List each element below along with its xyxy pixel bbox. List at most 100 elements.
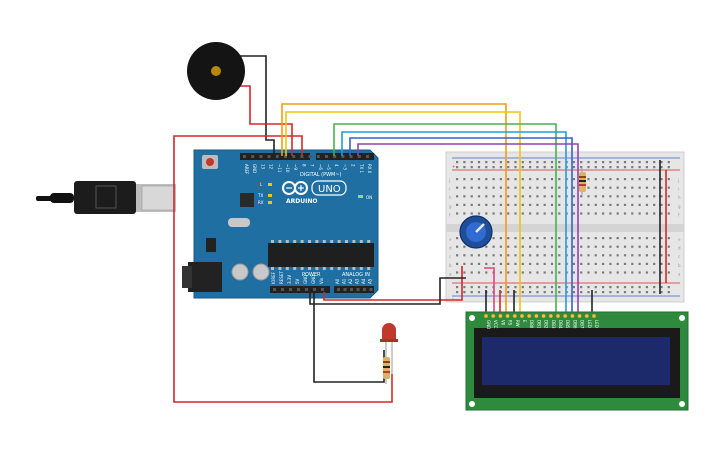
digital-pin[interactable] <box>251 155 255 158</box>
lcd-pin[interactable] <box>541 313 546 319</box>
power-pin[interactable] <box>297 288 300 291</box>
breadboard-row-letter: f <box>678 212 680 217</box>
digital-pin[interactable] <box>284 155 287 158</box>
wire-blue[interactable] <box>349 137 573 312</box>
power-pin[interactable] <box>273 288 276 291</box>
digital-pin[interactable] <box>243 155 246 158</box>
wire-cyan[interactable] <box>341 131 567 312</box>
lcd-pin[interactable] <box>591 313 597 319</box>
resistor-breadboard[interactable] <box>579 168 586 196</box>
power-pin[interactable] <box>321 288 324 291</box>
lcd-pin[interactable] <box>498 313 503 319</box>
lcd-pin[interactable] <box>483 313 489 319</box>
analog-pin[interactable] <box>337 288 340 291</box>
power-pin-label: IOREF <box>271 271 276 284</box>
usb-chip <box>240 193 254 207</box>
lcd-pin[interactable] <box>584 313 590 319</box>
piezo-buzzer[interactable] <box>187 42 245 100</box>
digital-pin[interactable] <box>316 155 320 158</box>
lcd-pin[interactable] <box>526 313 532 319</box>
digital-pin[interactable] <box>333 155 337 158</box>
wire-green[interactable] <box>333 123 557 312</box>
analog-pin-label: A2 <box>348 278 353 284</box>
digital-pin[interactable] <box>366 155 369 158</box>
power-jack <box>188 262 222 292</box>
lcd-pin-label: RS <box>508 320 513 326</box>
wire-orange[interactable] <box>281 103 507 312</box>
digital-pin[interactable] <box>308 155 312 158</box>
wire-led-gnd[interactable] <box>313 292 385 383</box>
wire-buzzer-gnd[interactable] <box>238 55 275 156</box>
digital-pin-label: GND <box>252 164 257 173</box>
lcd-pin[interactable] <box>570 313 575 319</box>
wire-gnd-black[interactable] <box>309 277 466 305</box>
digital-pin[interactable] <box>325 155 328 158</box>
lcd-pin[interactable] <box>562 313 568 319</box>
uno-badge <box>311 180 347 196</box>
usb-cable[interactable] <box>36 181 176 214</box>
led[interactable] <box>380 323 398 374</box>
lcd-pin-label: E <box>522 320 527 323</box>
led-l-indicator <box>268 183 272 186</box>
breadboard-row-letter: i <box>449 187 450 192</box>
arduino-brand-label: ARDUINO <box>286 198 317 205</box>
wire-pot-pink[interactable] <box>484 267 495 312</box>
digital-pin-label: AREF <box>244 164 249 175</box>
digital-pin[interactable] <box>267 155 271 158</box>
digital-pin-label: 8 <box>301 164 306 167</box>
lcd-pin[interactable] <box>519 313 525 319</box>
label-on: ON <box>366 195 372 200</box>
lcd-pin[interactable] <box>577 313 582 319</box>
lcd-pin[interactable] <box>490 313 496 319</box>
lcd-pin[interactable] <box>555 313 561 319</box>
wire-5v-red[interactable] <box>323 266 463 301</box>
digital-pin[interactable] <box>292 155 296 158</box>
analog-pin[interactable] <box>363 288 366 291</box>
digital-pin[interactable] <box>357 155 361 158</box>
lcd-screen <box>482 337 670 385</box>
potentiometer[interactable] <box>459 215 493 249</box>
lcd-pin-label: LED <box>594 320 599 328</box>
breadboard-row-letter: b <box>678 263 681 268</box>
digital-pin[interactable] <box>300 155 304 158</box>
breadboard-row-letter: e <box>678 237 681 242</box>
digital-pin-label: ~9 <box>293 164 298 170</box>
power-pin[interactable] <box>305 288 308 291</box>
lcd-pin[interactable] <box>534 313 539 319</box>
lcd-pin[interactable] <box>548 313 554 319</box>
analog-pin[interactable] <box>350 288 353 291</box>
digital-pin-label: 4 <box>334 164 339 167</box>
wire-led-red[interactable] <box>173 135 393 403</box>
digital-pin-label: ~11 <box>277 164 282 173</box>
wire-buzzer-signal[interactable] <box>232 85 293 156</box>
digital-pin[interactable] <box>259 155 263 158</box>
digital-pin[interactable] <box>341 155 345 158</box>
lcd-pin[interactable] <box>505 313 510 319</box>
breadboard-row-letter: j <box>448 178 450 183</box>
lcd-pin-label: VCC <box>493 320 498 329</box>
power-pin[interactable] <box>313 288 316 291</box>
led-on-indicator <box>358 195 363 198</box>
led-tx-indicator <box>268 194 272 197</box>
power-pin[interactable] <box>281 288 284 291</box>
wires <box>173 55 667 403</box>
digital-pin[interactable] <box>275 155 279 158</box>
analog-pin-label: A3 <box>355 278 360 284</box>
breadboard-row-letter: i <box>678 187 679 192</box>
label-tx: TX <box>257 193 263 198</box>
power-pin[interactable] <box>289 288 292 291</box>
analog-pin[interactable] <box>356 288 360 291</box>
digital-pin[interactable] <box>349 155 353 158</box>
analog-pin[interactable] <box>369 288 373 291</box>
breadboard-center-channel <box>446 224 684 232</box>
wire-yellow[interactable] <box>285 111 521 312</box>
lcd-pin[interactable] <box>512 313 518 319</box>
wire-purple[interactable] <box>357 143 579 312</box>
resistor-led[interactable] <box>383 352 390 384</box>
digital-pin-label: 2 <box>351 164 356 167</box>
analog-pin[interactable] <box>343 288 347 291</box>
breadboard-row-letter: f <box>449 212 451 217</box>
